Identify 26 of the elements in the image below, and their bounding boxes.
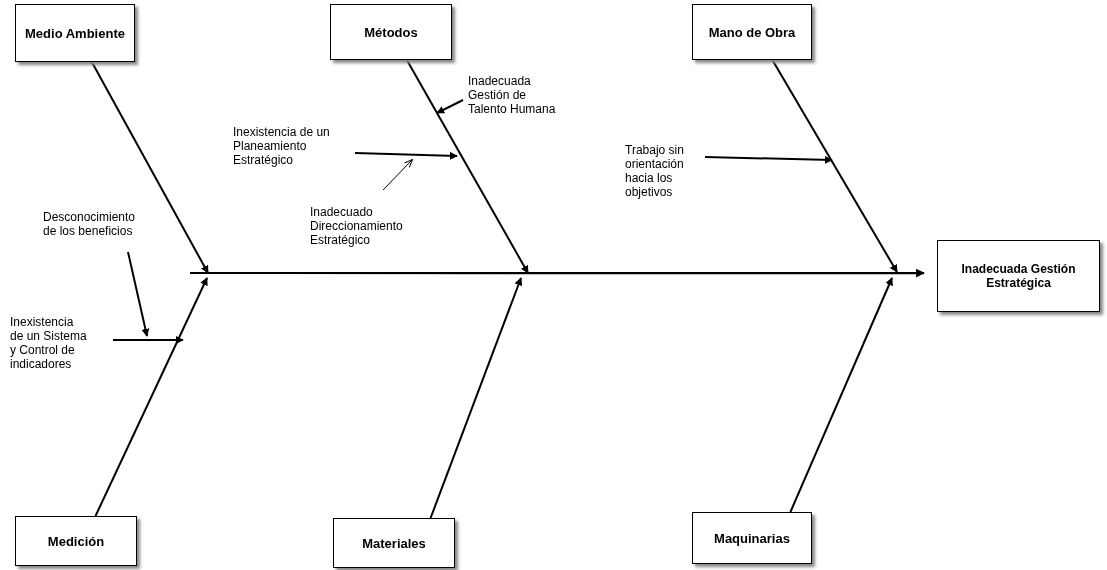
category-box: Medición: [15, 516, 137, 566]
bone-arrow: [94, 277, 208, 517]
bone-arrow: [405, 59, 529, 274]
bone-arrow: [771, 59, 898, 273]
cause-text: Inexistencia de un Sistema y Control de indicadores: [10, 315, 90, 371]
cause-text: Inexistencia de un Planeamiento Estratégico: [233, 125, 333, 167]
cause-text: Desconocimiento de los beneficios: [43, 210, 143, 238]
category-box: Medio Ambiente: [15, 4, 135, 62]
bone-arrow: [90, 61, 209, 274]
cause-text: Inadecuada Gestión de Talento Humana: [468, 74, 563, 116]
cause-text: Trabajo sin orientación hacia los objetivos: [625, 143, 697, 199]
category-box: Materiales: [333, 518, 455, 568]
category-box: Mano de Obra: [692, 4, 812, 60]
arrow: [127, 251, 150, 337]
arrow: [436, 99, 464, 114]
arrow: [704, 155, 833, 164]
effect-box: Inadecuada Gestión Estratégica: [937, 240, 1100, 312]
cause-text: Inadecuado Direccionamiento Estratégico: [310, 205, 430, 247]
arrow: [112, 336, 184, 344]
arrow: [354, 151, 458, 160]
category-box: Métodos: [330, 4, 452, 60]
spine-arrow: [190, 268, 925, 278]
bone-arrow: [429, 277, 523, 519]
arrow: [382, 158, 414, 191]
bone-arrow: [789, 277, 893, 513]
category-box: Maquinarias: [692, 512, 812, 564]
